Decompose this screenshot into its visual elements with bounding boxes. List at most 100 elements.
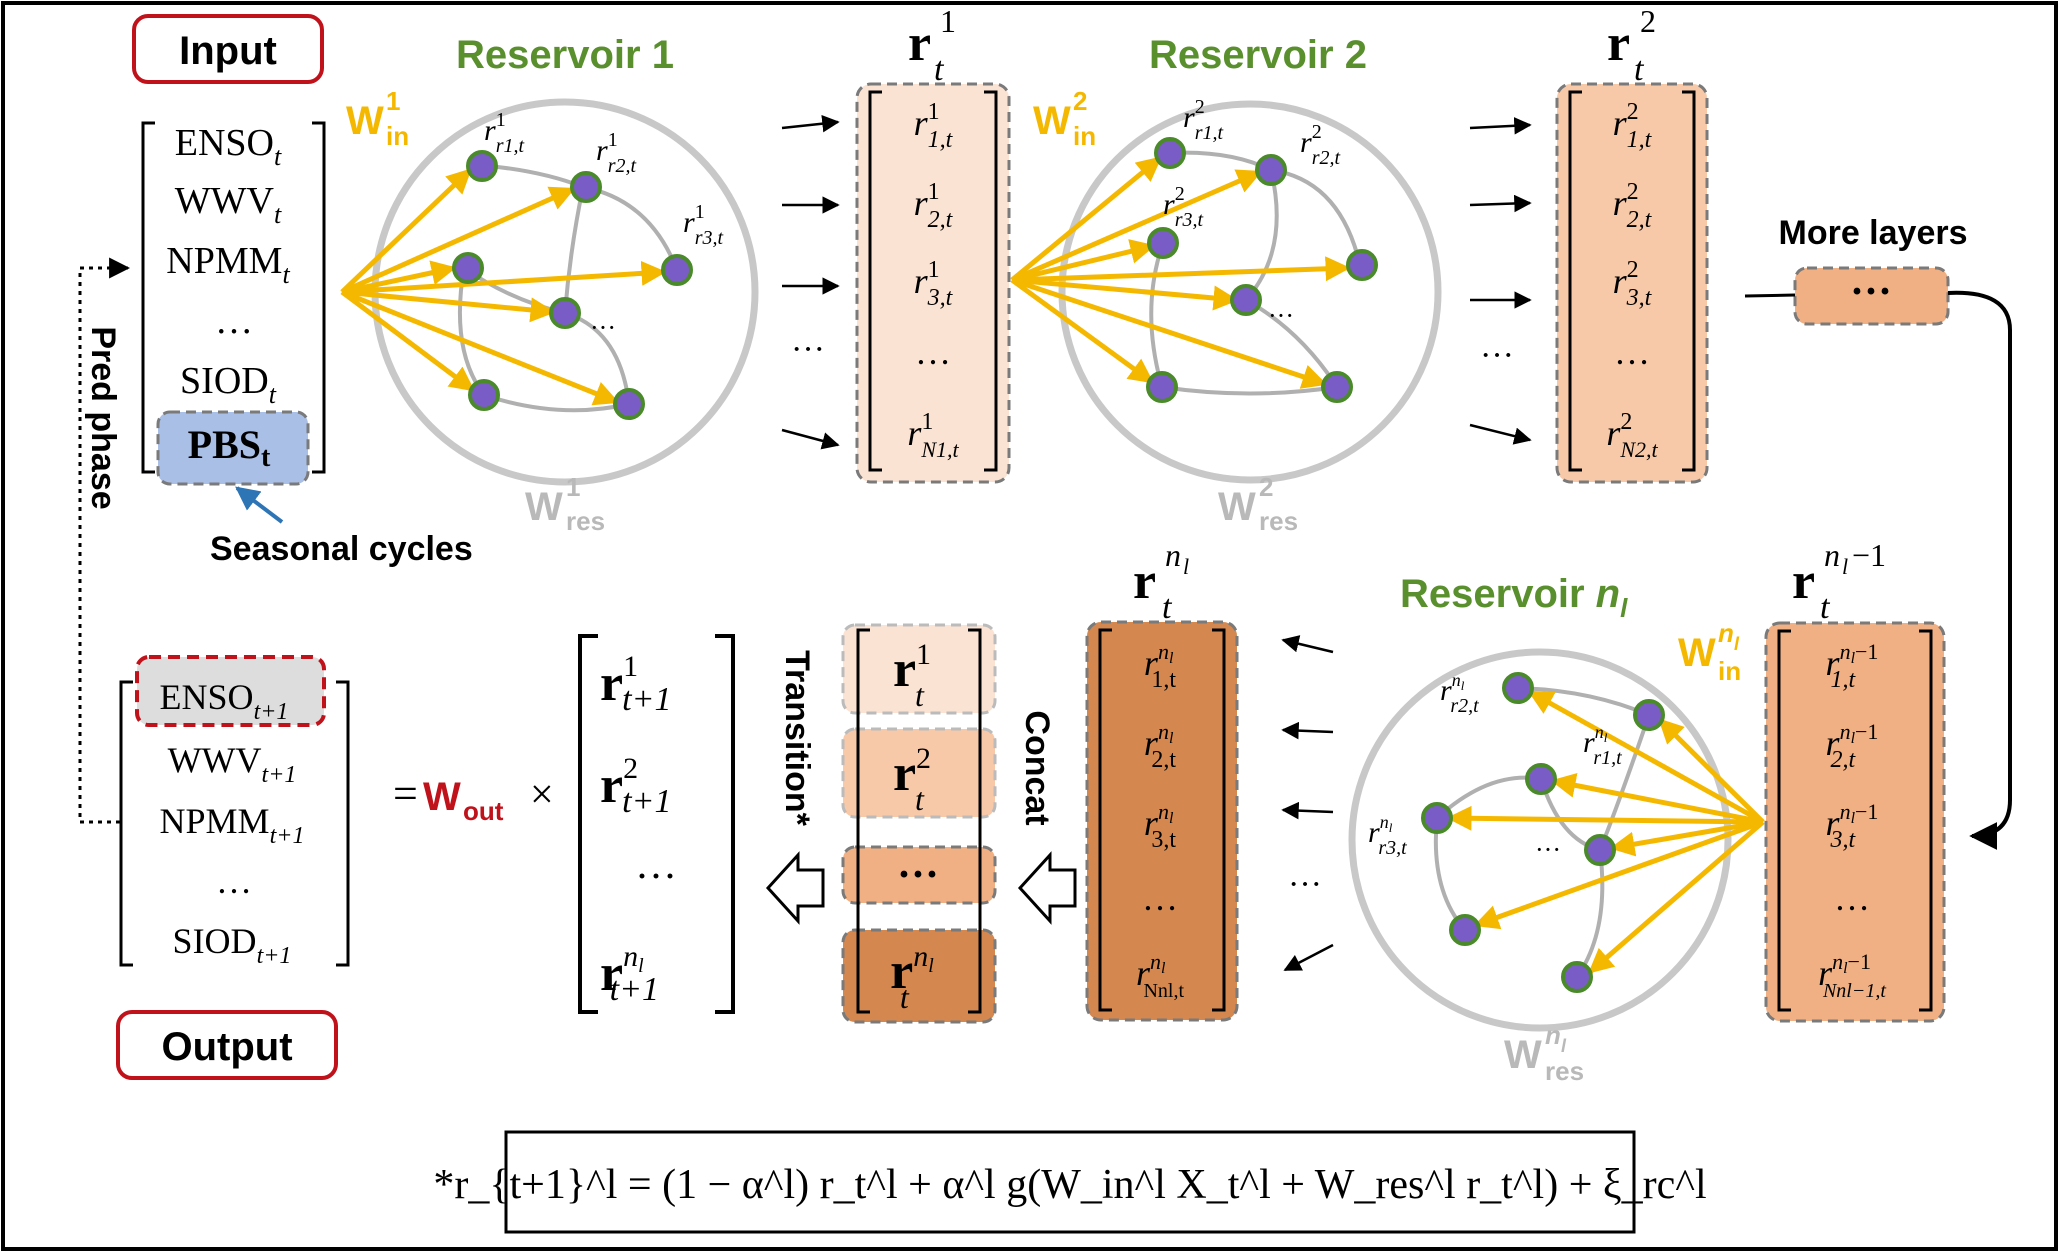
svg-text:res: res bbox=[566, 506, 605, 536]
svg-text:···: ··· bbox=[1268, 301, 1294, 330]
svg-text:W: W bbox=[1678, 631, 1716, 675]
input-label-box bbox=[132, 14, 324, 84]
reservoir-nl-title: Reservoir nl bbox=[1400, 572, 1628, 623]
svg-text:Reservoir nl: Reservoir nl bbox=[1400, 572, 1628, 623]
output-enso: ENSOt+1 bbox=[160, 677, 289, 725]
input-bracket-right bbox=[312, 121, 326, 474]
seasonal-arrow bbox=[235, 486, 284, 524]
input-pbs: PBSt bbox=[188, 422, 271, 473]
svg-text:W: W bbox=[1033, 99, 1071, 143]
output-vector: ENSOt+1 WWVt+1 NPMMt+1 … SIODt+1 bbox=[160, 677, 305, 969]
reservoir2-node bbox=[1230, 284, 1262, 316]
output-label: Output bbox=[161, 1025, 292, 1069]
reservoir-nl-wres-label: W n l res bbox=[1504, 1020, 1584, 1086]
r1-header: r 1 t bbox=[908, 3, 956, 88]
svg-text:r: r bbox=[1792, 553, 1815, 610]
resnl-output-arrows bbox=[1281, 635, 1334, 972]
stack-r1-box bbox=[841, 623, 997, 715]
seasonal-cycles-label: Seasonal cycles bbox=[210, 530, 473, 568]
svg-text:2: 2 bbox=[1073, 86, 1087, 116]
svg-text:rnl−11,t: rnl−11,t bbox=[1826, 639, 1879, 693]
reservoir1-node bbox=[613, 388, 645, 420]
reservoir1-node bbox=[661, 254, 693, 286]
svg-text:rnl−13,t: rnl−13,t bbox=[1826, 799, 1879, 853]
rnl-vector-box bbox=[1085, 620, 1239, 1022]
svg-text:out: out bbox=[463, 796, 504, 826]
reservoir1-node bbox=[466, 150, 498, 182]
svg-text:r13,t: r13,t bbox=[914, 257, 954, 311]
reservoir2-node bbox=[1255, 154, 1287, 186]
svg-text:res: res bbox=[1545, 1056, 1584, 1086]
output-npmm: NPMMt+1 bbox=[160, 801, 305, 849]
output-equation: = W out × bbox=[393, 769, 554, 826]
reservoir1-title: Reservoir 1 bbox=[456, 33, 674, 77]
input-npmm: NPMMt bbox=[166, 240, 290, 289]
output-wwv: WWVt+1 bbox=[168, 740, 297, 788]
svg-text:…: … bbox=[1614, 332, 1650, 372]
svg-text:r11,t: r11,t bbox=[914, 99, 954, 153]
res2-output-arrows bbox=[1469, 117, 1532, 445]
svg-text:r23,t: r23,t bbox=[1613, 257, 1653, 311]
reservoir-nl-win-label: W n l in bbox=[1678, 618, 1741, 686]
svg-text:···: ··· bbox=[1535, 835, 1561, 864]
reservoir1-node bbox=[468, 379, 500, 411]
reservoir2-node bbox=[1321, 371, 1353, 403]
svg-text:l: l bbox=[1561, 1036, 1567, 1056]
svg-text:t: t bbox=[1634, 51, 1645, 88]
svg-text:in: in bbox=[1073, 121, 1096, 151]
svg-text:in: in bbox=[1718, 656, 1741, 686]
reservoir2-win-arrows bbox=[1010, 156, 1351, 389]
svg-text:t: t bbox=[934, 51, 945, 88]
svg-text:···: ··· bbox=[635, 854, 677, 900]
input-bracket-left bbox=[141, 121, 155, 474]
input-siod: SIODt bbox=[180, 360, 277, 409]
svg-text:r: r bbox=[908, 15, 931, 72]
svg-text:l: l bbox=[1183, 554, 1189, 579]
svg-text:−1: −1 bbox=[1852, 537, 1886, 573]
reservoir1-node bbox=[549, 297, 581, 329]
reservoir1-nodes bbox=[452, 150, 693, 420]
r1-vector-box bbox=[855, 82, 1011, 484]
reservoir1-win-arrows bbox=[340, 168, 667, 406]
svg-text:in: in bbox=[386, 121, 409, 151]
svg-text:1: 1 bbox=[940, 3, 956, 39]
res1-output-arrows bbox=[781, 114, 840, 450]
r2-header: r 2 t bbox=[1607, 3, 1656, 88]
transition-hollow-arrow bbox=[765, 851, 825, 925]
reservoir1-win-label: W 1 in bbox=[346, 86, 409, 151]
reservoir2-node bbox=[1146, 371, 1178, 403]
svg-text:r2t+1: r2t+1 bbox=[600, 752, 671, 820]
svg-text:···: ··· bbox=[590, 313, 616, 342]
input-ellipsis: … bbox=[215, 300, 253, 342]
svg-text:W: W bbox=[346, 99, 384, 143]
pred-phase-label: Pred phase bbox=[84, 326, 122, 509]
more-layers-connector bbox=[1947, 290, 2012, 850]
reservoir2-title: Reservoir 2 bbox=[1149, 33, 1367, 77]
rnl-minus-1-vector-box bbox=[1764, 621, 1946, 1023]
reservoir-nl-node bbox=[1421, 802, 1453, 834]
reservoir-nl-nodes bbox=[1421, 672, 1665, 993]
concat-label: Concat bbox=[1018, 710, 1056, 825]
reservoir2-nodes bbox=[1146, 137, 1378, 403]
svg-text:=: = bbox=[393, 769, 418, 818]
stack-rnl-box bbox=[841, 928, 997, 1024]
svg-text:t: t bbox=[1820, 589, 1831, 626]
svg-text:n: n bbox=[1718, 618, 1734, 648]
svg-text:2: 2 bbox=[1259, 472, 1273, 502]
reservoir-nl-node bbox=[1584, 834, 1616, 866]
rnl-header: r n l t bbox=[1133, 537, 1189, 626]
reservoir2-node bbox=[1346, 249, 1378, 281]
